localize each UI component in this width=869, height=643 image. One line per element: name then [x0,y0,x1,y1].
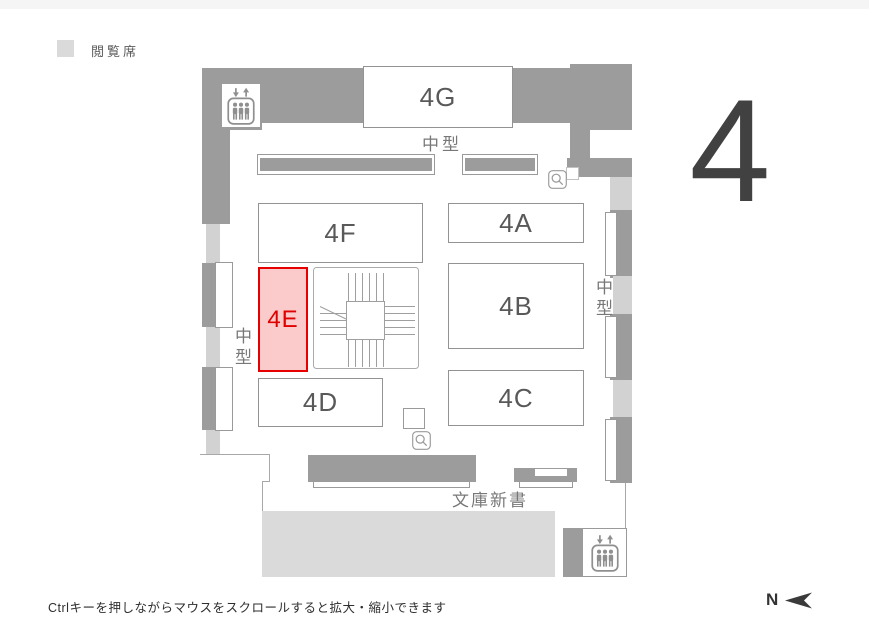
area-label-chugata-right: 中型 [593,278,612,320]
wall-segment [563,528,582,577]
magnifier-icon [548,170,567,189]
boundary-line [200,454,270,455]
room-4b-label: 4B [499,290,533,321]
wall-light-segment [613,276,632,314]
legend-reading-seat-swatch [57,40,74,57]
wall-shelf [605,419,617,481]
map-marker-square [403,408,425,429]
wall-shelf [215,367,233,431]
boundary-line [269,454,270,482]
wall-light-segment [206,430,220,455]
staircase [312,264,424,374]
wall-segment [567,158,632,177]
magnifier-button-top[interactable] [548,170,567,189]
wall-shelf [605,212,617,276]
compass: N [766,590,813,610]
wall-light-segment [206,327,220,367]
window-top-strip [0,0,869,9]
compass-n-label: N [766,590,779,609]
magnifier-button-middle[interactable] [412,431,431,450]
elevator-bottom-right [582,528,627,577]
elevator-icon [227,87,255,125]
room-4e-label: 4E [267,305,299,333]
wall-light-segment [206,224,220,263]
room-4f-label: 4F [324,217,357,248]
shelf-notch [535,469,567,476]
area-label-bunko-shinsho: 文庫新書 [452,491,528,510]
wall-light-segment [613,380,632,417]
legend-reading-seat-label: 閲覧席 [91,44,140,59]
elevator-icon [590,534,619,572]
room-4c[interactable]: 4C [448,370,584,426]
map-marker-square [566,167,579,180]
wall-shelf [215,262,233,328]
room-4g[interactable]: 4G [363,66,513,128]
magnifier-icon [412,431,431,450]
room-4a[interactable]: 4A [448,203,584,243]
wall-segment [570,130,590,158]
room-4d-label: 4D [302,387,339,417]
wall-segment [513,68,570,123]
floor-number: 4 [689,69,771,232]
room-4c-label: 4C [498,382,534,413]
wall-segment [262,68,363,123]
bookshelf-block [308,455,476,482]
elevator-top-left [222,84,260,127]
room-4a-label: 4A [499,207,533,238]
shelf-row-outline [313,481,470,488]
area-label-chugata-top: 中型 [422,135,462,154]
wall-light-segment [610,177,632,210]
wall-shelf [605,316,617,378]
shelf-row [465,158,535,171]
room-4e-highlighted[interactable]: 4E [258,267,308,372]
shelf-row-outline [519,481,573,488]
room-4b[interactable]: 4B [448,263,584,349]
reading-seats-area [262,511,555,577]
room-4f[interactable]: 4F [258,203,423,263]
boundary-line [262,481,270,482]
shelf-row [260,158,432,171]
room-4g-label: 4G [419,81,457,112]
area-label-chugata-left: 中型 [232,327,251,369]
stairs-icon [313,267,419,369]
north-arrow-left-icon [785,592,813,608]
room-4d[interactable]: 4D [258,378,383,427]
zoom-hint-text: Ctrlキーを押しながらマウスをスクロールすると拡大・縮小できます [48,601,447,615]
wall-segment [570,64,632,130]
